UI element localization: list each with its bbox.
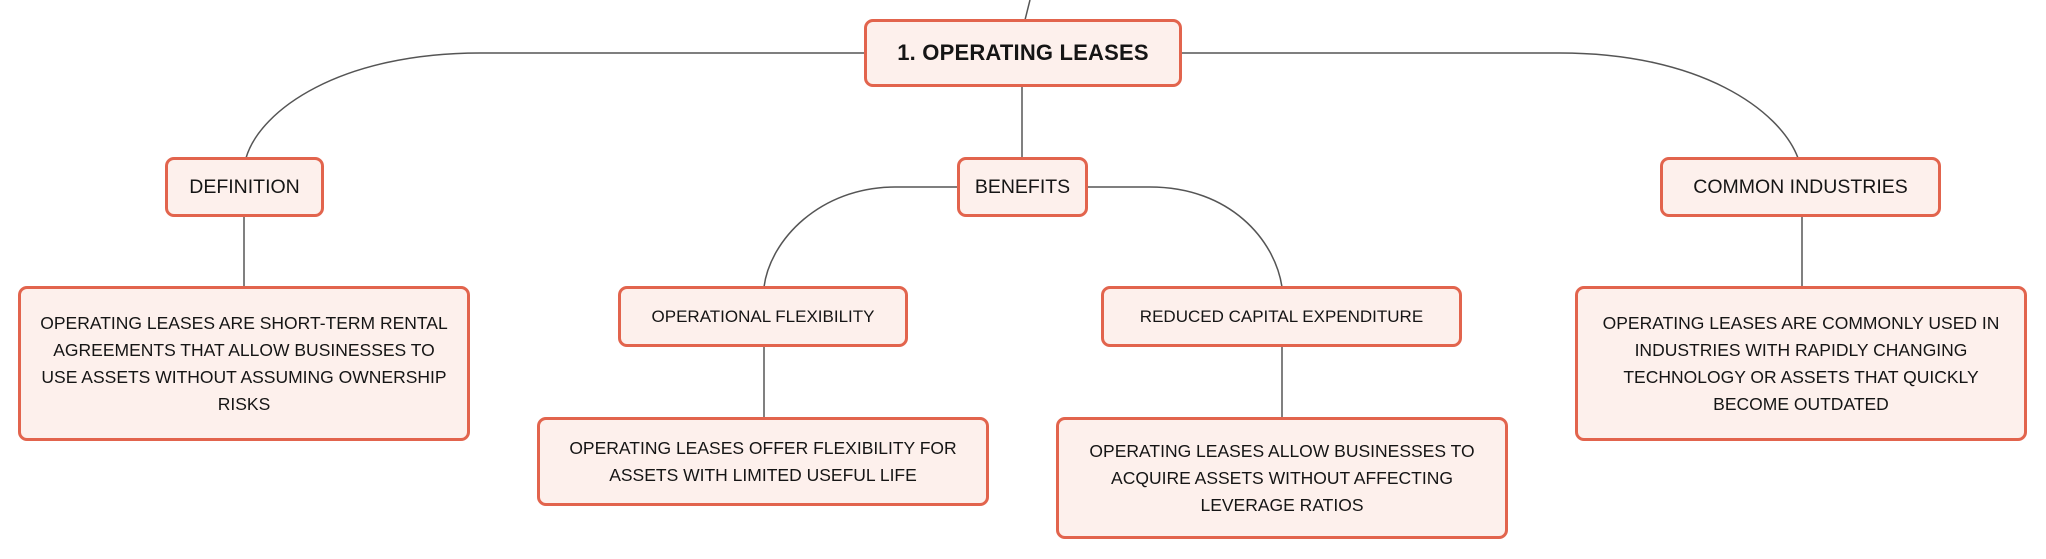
benefits-node[interactable]: BENEFITS — [957, 157, 1088, 217]
definition-node[interactable]: DEFINITION — [165, 157, 324, 217]
common-industries-node[interactable]: COMMON INDUSTRIES — [1660, 157, 1941, 217]
operational-flexibility-node[interactable]: OPERATIONAL FLEXIBILITY — [618, 286, 908, 347]
operational-flexibility-detail-text: OPERATING LEASES OFFER FLEXIBILITY FOR A… — [569, 437, 957, 485]
root-node[interactable]: 1. OPERATING LEASES — [864, 19, 1182, 87]
common-industries-detail-text: OPERATING LEASES ARE COMMONLY USED IN IN… — [1602, 312, 2000, 414]
reduced-capital-expenditure-node[interactable]: REDUCED CAPITAL EXPENDITURE — [1101, 286, 1462, 347]
definition-node-label: DEFINITION — [189, 175, 300, 198]
common-industries-detail-node[interactable]: OPERATING LEASES ARE COMMONLY USED IN IN… — [1575, 286, 2027, 441]
connector-incoming — [1024, 0, 1031, 21]
operational-flexibility-detail-node[interactable]: OPERATING LEASES OFFER FLEXIBILITY FOR A… — [537, 417, 989, 506]
connector-benefits-flexibility — [763, 186, 958, 288]
common-industries-node-label: COMMON INDUSTRIES — [1693, 175, 1908, 198]
reduced-capital-expenditure-detail-node[interactable]: OPERATING LEASES ALLOW BUSINESSES TO ACQ… — [1056, 417, 1508, 539]
connector-root-industries — [1182, 52, 1799, 159]
benefits-node-label: BENEFITS — [974, 175, 1071, 198]
connector-benefits-capex — [1086, 186, 1283, 288]
definition-detail-node[interactable]: OPERATING LEASES ARE SHORT-TERM RENTAL A… — [18, 286, 470, 441]
operational-flexibility-label: OPERATIONAL FLEXIBILITY — [651, 306, 875, 326]
definition-detail-text: OPERATING LEASES ARE SHORT-TERM RENTAL A… — [40, 312, 448, 414]
reduced-capital-expenditure-detail-text: OPERATING LEASES ALLOW BUSINESSES TO ACQ… — [1089, 440, 1475, 515]
connector-root-definition — [245, 52, 864, 159]
root-node-label: 1. OPERATING LEASES — [897, 40, 1149, 65]
reduced-capital-expenditure-label: REDUCED CAPITAL EXPENDITURE — [1139, 306, 1424, 326]
